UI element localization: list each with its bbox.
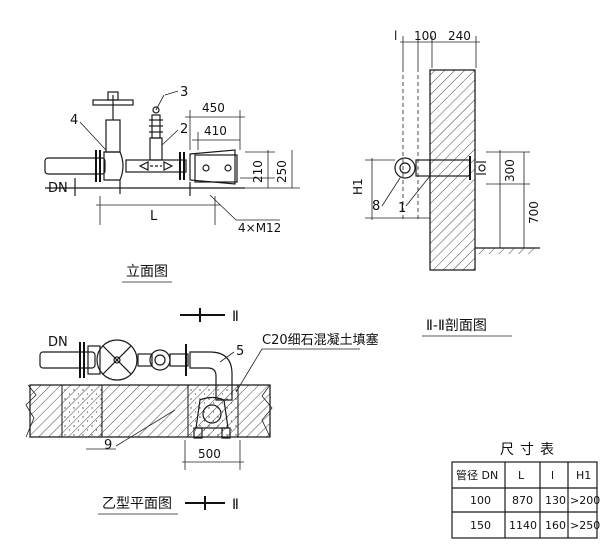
- size-table-cell: 160: [545, 519, 566, 532]
- section-dim-H1: H1: [351, 178, 365, 195]
- callout-5: 5: [236, 344, 244, 359]
- gate-valve-bonnet: [105, 119, 121, 153]
- size-table-header-L: L: [518, 469, 525, 482]
- bolt-note: 4×M12: [238, 221, 281, 235]
- section-dim-l: l: [394, 29, 397, 43]
- callout-2: 2: [180, 122, 188, 137]
- callout-4: 4: [70, 113, 78, 128]
- plan-fill-note: C20细石混凝土填塞: [262, 332, 379, 348]
- plan-relief-valve-icon: [149, 349, 171, 371]
- callout-1: 1: [398, 201, 406, 216]
- hydrant-connector: [189, 149, 236, 185]
- elevation-title: 立面图: [126, 264, 168, 280]
- elevation-view: DN 3 2 4 450 410 210 250 L 4×M12 立: [44, 85, 300, 283]
- size-table-frame: [451, 461, 598, 539]
- gate-valve-body: [103, 151, 124, 181]
- dim-410: 410: [204, 124, 227, 138]
- bolt-icon: [224, 164, 232, 172]
- size-table-cell: >200: [570, 494, 600, 507]
- size-table-cell: >250: [570, 519, 600, 532]
- section-pipe-icon: [394, 157, 416, 179]
- size-table-title: 尺寸表: [500, 442, 560, 458]
- size-table-header-dn: 管径 DN: [456, 468, 498, 482]
- plan-handwheel-icon: [96, 339, 138, 381]
- size-table-cell: 150: [470, 519, 491, 532]
- section-wall: [429, 69, 476, 271]
- plan-title: 乙型平面图: [102, 496, 172, 512]
- plan-cut-mark-bottom: Ⅱ: [232, 497, 239, 513]
- dim-250: 250: [275, 160, 289, 183]
- size-table-cell: 100: [470, 494, 491, 507]
- bolt-icon: [202, 164, 210, 172]
- dim-L: L: [150, 209, 158, 224]
- relief-valve: [149, 137, 163, 161]
- dim-450: 450: [202, 101, 225, 115]
- size-table-header-l: l: [551, 469, 554, 482]
- plan-cut-mark-top: Ⅱ: [232, 309, 239, 325]
- dim-210: 210: [251, 160, 265, 183]
- callout-3: 3: [180, 85, 188, 100]
- section-dim-700: 700: [527, 201, 541, 224]
- section-dim-100: 100: [414, 29, 437, 43]
- callout-9: 9: [104, 438, 112, 453]
- plan-dn-label: DN: [48, 335, 68, 350]
- plan-fill-left: [61, 384, 103, 438]
- plan-dim-500: 500: [198, 447, 221, 461]
- plan-view: Ⅱ 5 C20细石混凝土填塞: [25, 308, 379, 515]
- size-table: 尺寸表 管径 DN L l H1 100 870 130 >200 150 11…: [451, 442, 600, 539]
- elevation-dn-label: DN: [48, 181, 68, 196]
- size-table-cell: 1140: [509, 519, 537, 532]
- plan-elbow: [189, 351, 233, 401]
- size-table-header-H1: H1: [576, 469, 591, 482]
- section-dim-300: 300: [503, 159, 517, 182]
- size-table-cell: 870: [512, 494, 533, 507]
- size-table-cell: 130: [545, 494, 566, 507]
- section-title: Ⅱ-Ⅱ剖面图: [426, 318, 487, 334]
- plan-pipe: [39, 351, 96, 369]
- callout-8: 8: [372, 199, 380, 214]
- elevation-pipe-left: [44, 157, 106, 175]
- plan-hydrant-outlet: [195, 396, 229, 429]
- section-view: l 100 240 300 700 H1 8 1 Ⅱ-Ⅱ剖面图: [351, 29, 541, 337]
- section-dim-240: 240: [448, 29, 471, 43]
